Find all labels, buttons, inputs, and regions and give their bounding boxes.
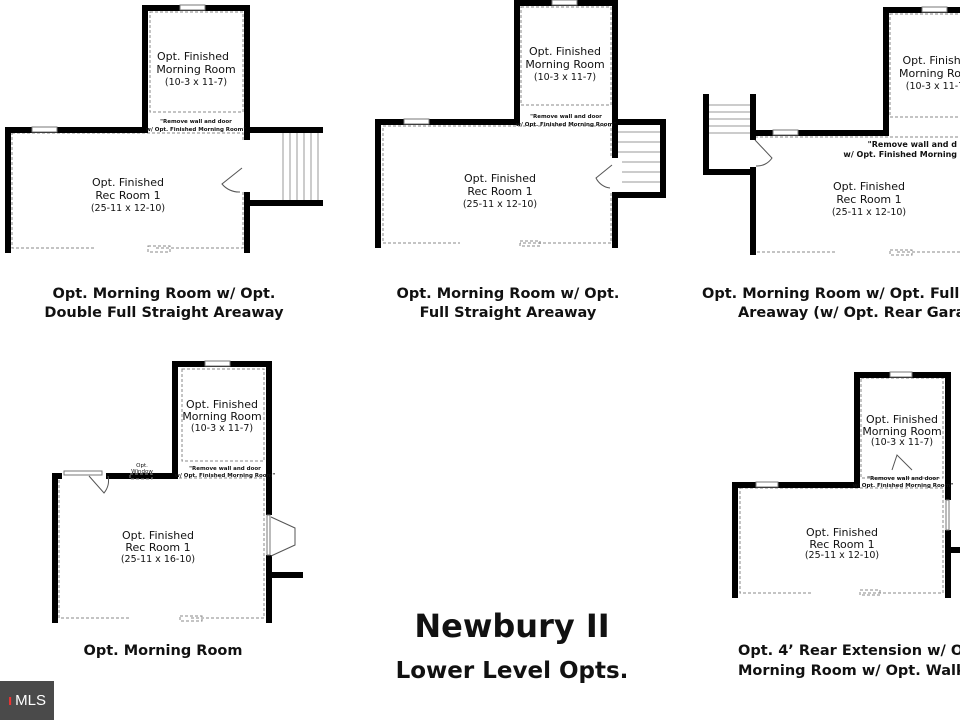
plan-caption: Areaway (w/ Opt. Rear Gara <box>738 305 960 321</box>
mls-logo-icon: ı <box>7 692 13 709</box>
morning-room-dimensions: (10-3 x 11-7) <box>534 72 596 83</box>
note: w/ Opt. Finished Morning Room" <box>516 122 617 128</box>
morning-room-label: Morning Room <box>156 63 235 76</box>
plan-rear-extension: Opt. Finished Morning Room (10-3 x 11-7)… <box>732 371 960 679</box>
plan-caption: Morning Room w/ Opt. Walk <box>738 663 960 679</box>
rec-room-label: Rec Room 1 <box>809 538 874 551</box>
morning-room-dimensions: (10-3 x 11-7) <box>165 77 227 88</box>
plan-rear-garage-areaway: Opt. Finishe Morning Ro (10-3 x 11-7 "Re… <box>702 6 960 321</box>
plan-full-straight-areaway: Opt. Finished Morning Room (10-3 x 11-7)… <box>375 0 666 321</box>
rec-room-label: Opt. Finished <box>806 526 878 539</box>
morning-room-label: Morning Ro <box>899 67 960 80</box>
plan-title: Newbury II <box>414 607 609 645</box>
morning-room-dimensions: (10-3 x 11-7 <box>906 81 960 92</box>
rec-room-label: Opt. Finished <box>122 529 194 542</box>
note: "Remove wall and door <box>867 476 939 482</box>
rec-room-label: Opt. Finished <box>464 172 536 185</box>
plan-caption: Opt. 4’ Rear Extension w/ O <box>738 643 960 659</box>
plan-morning-room: Opt. Finished Morning Room (10-3 x 11-7)… <box>52 360 303 659</box>
rec-room-label: Rec Room 1 <box>95 189 160 202</box>
plan-caption: Opt. Morning Room w/ Opt. <box>53 286 276 302</box>
rec-room-label: Rec Room 1 <box>836 193 901 206</box>
morning-room-label: Opt. Finished <box>529 45 601 58</box>
note: w/ Opt. Finished Morning Room" <box>175 473 276 479</box>
rec-room-label: Opt. Finished <box>833 180 905 193</box>
rec-room-label: Rec Room 1 <box>125 541 190 554</box>
plan-caption: Opt. Morning Room <box>84 643 243 659</box>
morning-room-label: Morning Room <box>862 425 941 438</box>
rec-room-dimensions: (25-11 x 16-10) <box>121 554 195 565</box>
note: "Remove wall and door <box>189 466 261 472</box>
window-label: Window <box>131 469 153 475</box>
plan-subtitle: Lower Level Opts. <box>396 658 629 684</box>
mls-watermark: ı MLS <box>0 681 54 720</box>
morning-room-label: Morning Room <box>525 58 604 71</box>
plan-caption: Opt. Morning Room w/ Opt. <box>397 286 620 302</box>
rec-room-label: Opt. Finished <box>92 176 164 189</box>
morning-room-label: Opt. Finished <box>866 413 938 426</box>
note: "Remove wall and d <box>868 140 958 149</box>
note: w/ Opt. Finished Morning Room" <box>146 127 247 133</box>
plan-caption: Opt. Morning Room w/ Opt. Full <box>702 286 959 302</box>
window-label: Opt. <box>136 463 148 469</box>
rec-room-dimensions: (25-11 x 12-10) <box>463 199 537 210</box>
rec-room-dimensions: (25-11 x 12-10) <box>832 207 906 218</box>
note: w/ Opt. Finished Morning <box>843 150 957 159</box>
morning-room-label: Morning Room <box>182 410 261 423</box>
rec-room-label: Rec Room 1 <box>467 185 532 198</box>
plan-caption: Double Full Straight Areaway <box>44 305 284 321</box>
morning-room-dimensions: (10-3 x 11-7) <box>871 437 933 448</box>
morning-room-label: Opt. Finishe <box>902 54 960 67</box>
plan-double-full-straight-areaway: Opt. Finished Morning Room (10-3 x 11-7)… <box>5 4 323 321</box>
rec-room-dimensions: (25-11 x 12-10) <box>91 203 165 214</box>
note: "Remove wall and door <box>530 114 602 120</box>
rec-room-dimensions: (25-11 x 12-10) <box>805 550 879 561</box>
note: "Remove wall and door <box>160 119 232 125</box>
morning-room-label: Opt. Finished <box>157 50 229 63</box>
mls-text: MLS <box>15 692 46 709</box>
plan-caption: Full Straight Areaway <box>420 305 597 321</box>
note: w/ Opt. Finished Morning Room" <box>853 483 954 489</box>
morning-room-dimensions: (10-3 x 11-7) <box>191 423 253 434</box>
morning-room-label: Opt. Finished <box>186 398 258 411</box>
